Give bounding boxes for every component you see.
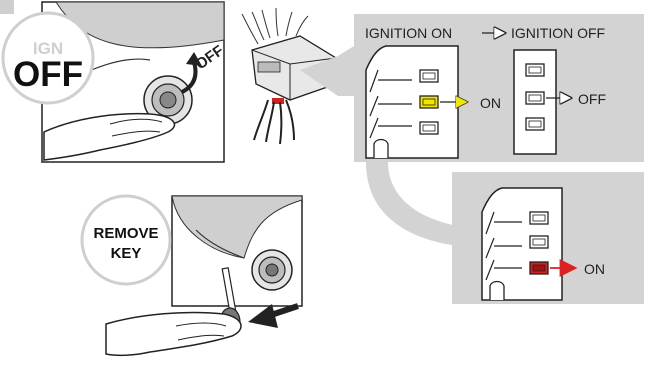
ignition-off-heading: IGNITION OFF	[511, 25, 605, 41]
switch-block-red	[482, 188, 562, 300]
ign-badge-bottom-text: OFF	[13, 55, 83, 94]
remove-badge-line1: REMOVE	[93, 225, 158, 242]
ignition-on-heading: IGNITION ON	[365, 25, 452, 41]
ignition-status-panel: IGNITION ON IGNITION OFF ON	[300, 14, 644, 162]
hand-removing-key	[106, 312, 241, 355]
ignition-cylinder-2	[252, 250, 292, 290]
panel-connector	[366, 162, 458, 246]
bottom-on-label: ON	[584, 261, 605, 277]
ign-off-badge: IGN OFF	[3, 13, 93, 103]
remove-key-badge: REMOVE KEY	[82, 196, 170, 284]
switch-block-off	[514, 50, 556, 154]
corner-tab	[0, 0, 14, 14]
switch-off-label: OFF	[578, 91, 606, 107]
remove-key-status-panel: ON	[452, 172, 644, 304]
remove-badge-line2: KEY	[111, 245, 142, 262]
wire-harness-bottom	[254, 100, 294, 144]
switch-on-label: ON	[480, 95, 501, 111]
